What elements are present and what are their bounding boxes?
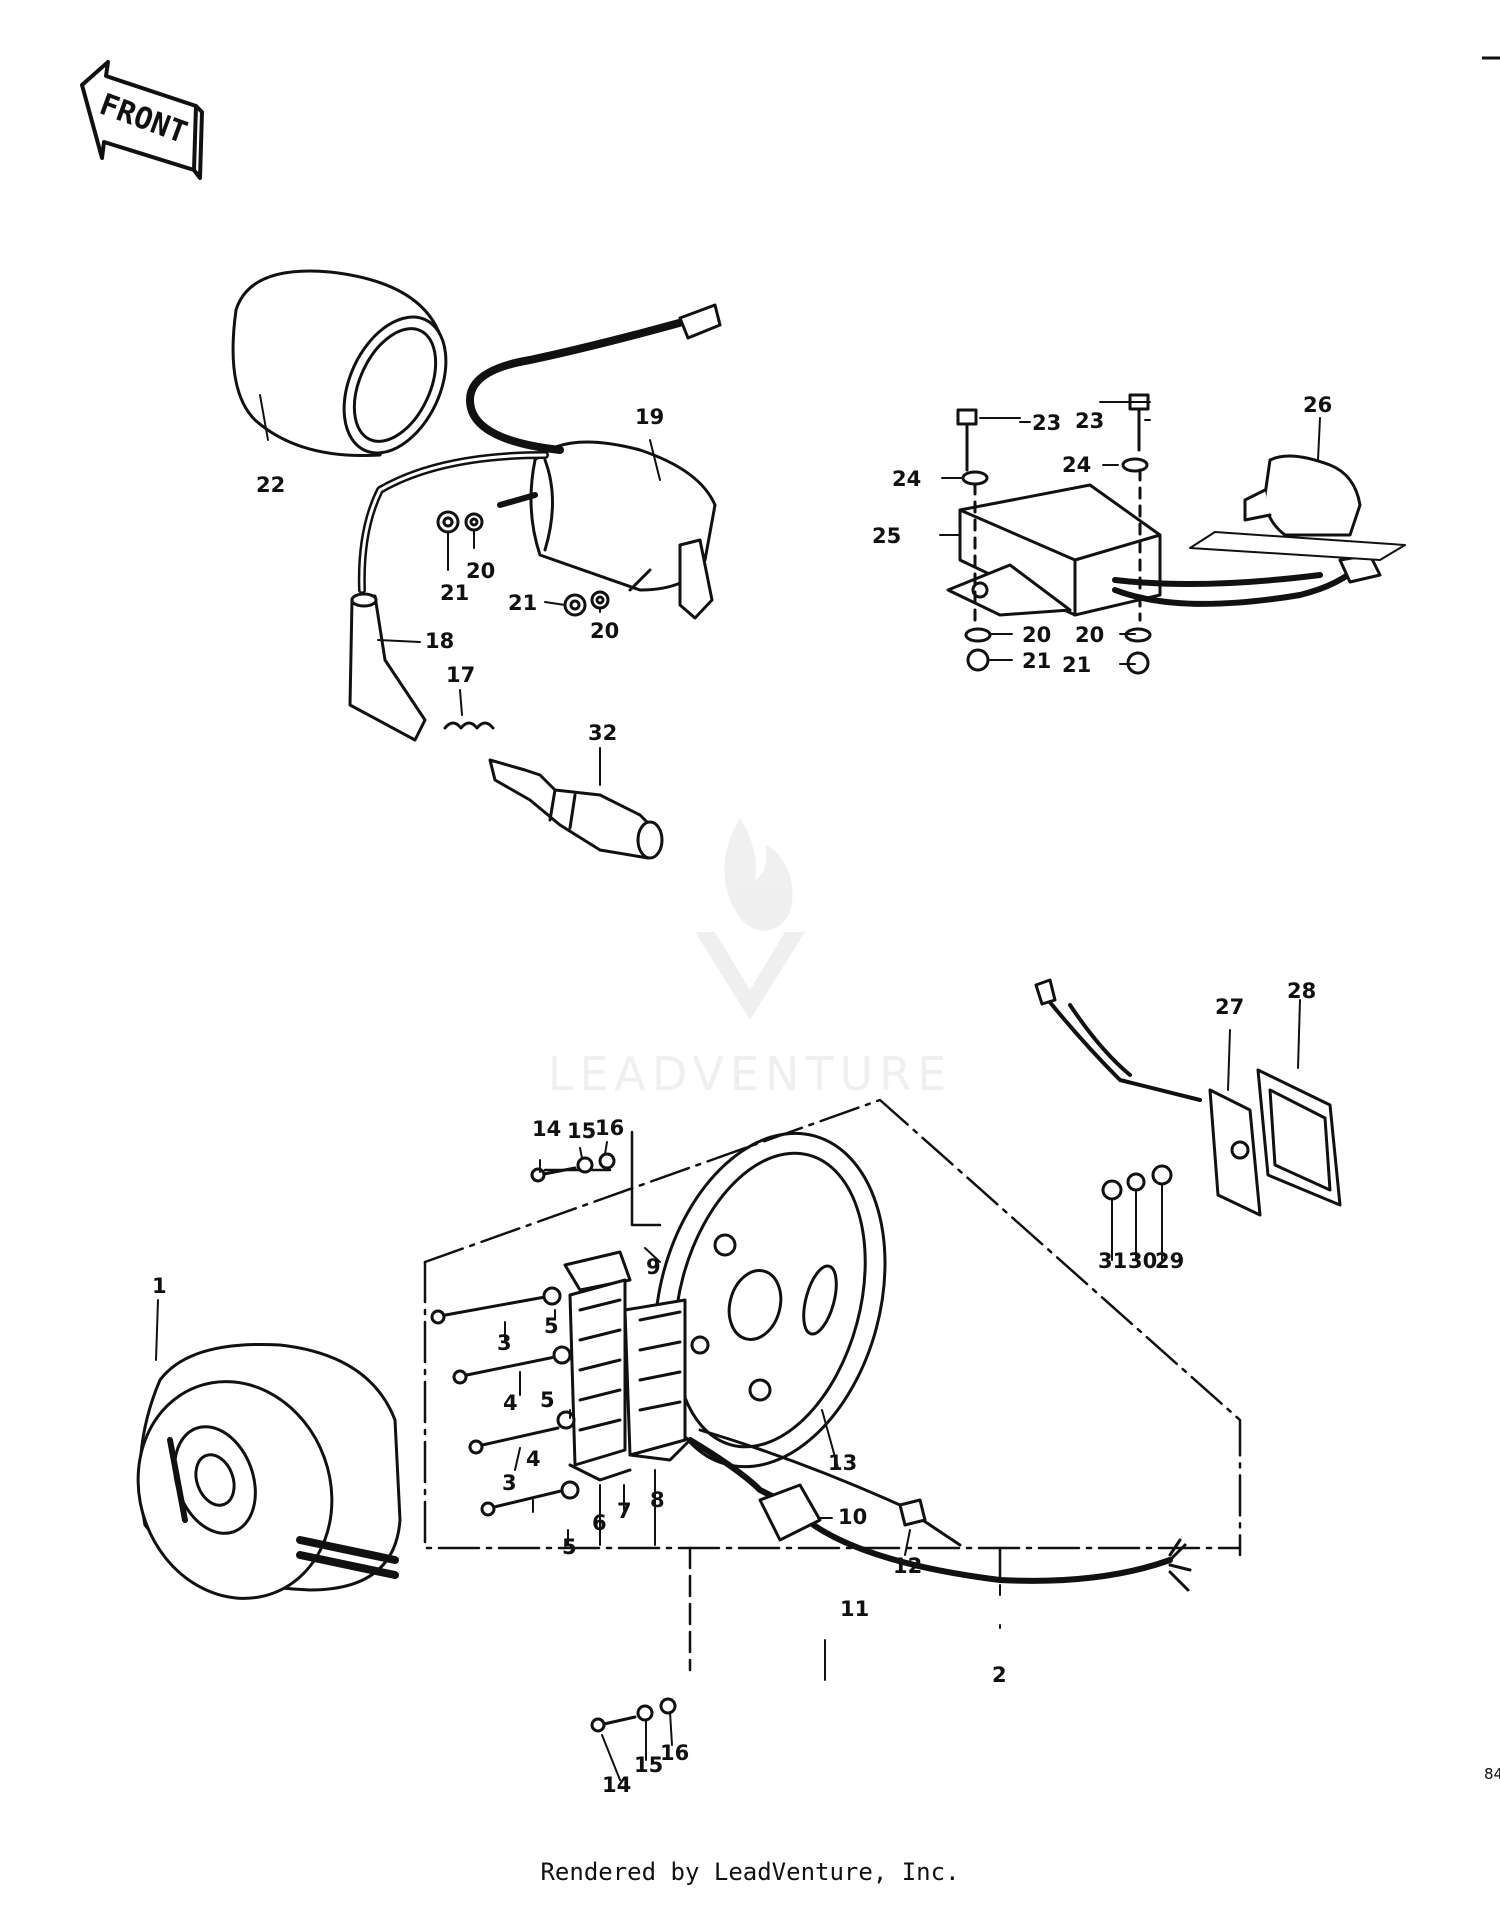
part-label: 6 (592, 1511, 607, 1535)
part-label: 21 (440, 581, 469, 605)
part-label: 4 (503, 1391, 518, 1415)
part-label: 11 (840, 1597, 869, 1621)
part-label: 5 (562, 1535, 577, 1559)
part-label: 31 (1098, 1249, 1127, 1273)
part-label: 10 (838, 1505, 867, 1529)
part-label: 23 (1032, 411, 1061, 435)
part-label: 3 (502, 1471, 517, 1495)
stator-coils-drawing (563, 1250, 692, 1482)
assembly-bracket (423, 1098, 1242, 1672)
part-label: 16 (595, 1116, 624, 1140)
part-label: 13 (828, 1451, 857, 1475)
ignition-coil-drawing (357, 303, 722, 620)
spark-plug-drawing (488, 758, 664, 860)
part-label: 23 (1075, 409, 1104, 433)
part-label: 24 (892, 467, 921, 491)
part-label: 14 (602, 1773, 631, 1797)
part-label: 3 (497, 1331, 512, 1355)
part-label: 30 (1128, 1249, 1157, 1273)
part-label: 20 (466, 559, 495, 583)
part-label: 21 (1022, 649, 1051, 673)
leader-lines (155, 394, 1321, 1781)
part-label: 20 (590, 619, 619, 643)
part-label: 17 (446, 663, 475, 687)
part-label: 18 (425, 629, 454, 653)
stator-harness-drawing (687, 1428, 1192, 1592)
plate-screws-drawing (530, 1152, 677, 1733)
part-label: 9 (646, 1255, 661, 1279)
front-arrow-icon (80, 60, 204, 180)
part-label: 19 (635, 405, 664, 429)
part-label: 24 (1062, 453, 1091, 477)
part-label: 26 (1303, 393, 1332, 417)
part-label: 22 (256, 473, 285, 497)
part-label: 20 (1075, 623, 1104, 647)
part-label: 5 (544, 1314, 559, 1338)
part-label: 29 (1155, 1249, 1184, 1273)
watermark-logo: LEADVENTURE (548, 818, 953, 1101)
part-label: 5 (540, 1388, 555, 1412)
part-label: 20 (1022, 623, 1051, 647)
part-label: 7 (617, 1499, 632, 1523)
part-label: 15 (567, 1119, 596, 1143)
part-label: 4 (526, 1447, 541, 1471)
part-label: 32 (588, 721, 617, 745)
coil-screws-drawing (430, 1286, 580, 1517)
part-label: 28 (1287, 979, 1316, 1003)
footer-credit: Rendered by LeadVenture, Inc. (540, 1858, 960, 1886)
watermark-text: LEADVENTURE (548, 1047, 953, 1101)
coil-cover-drawing (231, 269, 448, 458)
part-label: 15 (634, 1753, 663, 1777)
regulator-drawing (1034, 978, 1342, 1217)
flywheel-drawing (136, 1342, 402, 1600)
part-number-labels: 22 19 21 20 21 20 18 17 32 23 23 24 24 2… (152, 393, 1332, 1797)
condenser-drawing (1189, 454, 1406, 561)
cdi-unit-drawing (946, 483, 1382, 617)
part-label: 21 (508, 591, 537, 615)
part-label: 2 (992, 1663, 1007, 1687)
part-label: 14 (532, 1117, 561, 1141)
part-label: 16 (660, 1741, 689, 1765)
part-label: 1 (152, 1274, 167, 1298)
page-reference: 84 (1484, 1765, 1500, 1783)
part-label: 21 (1062, 653, 1091, 677)
part-label: 25 (872, 524, 901, 548)
part-label: 8 (650, 1488, 665, 1512)
plug-cap-drawing (348, 592, 427, 742)
stator-plate-drawing (653, 1131, 887, 1469)
part-label: 27 (1215, 995, 1244, 1019)
spring-drawing (443, 721, 495, 730)
part-label: 12 (893, 1554, 922, 1578)
